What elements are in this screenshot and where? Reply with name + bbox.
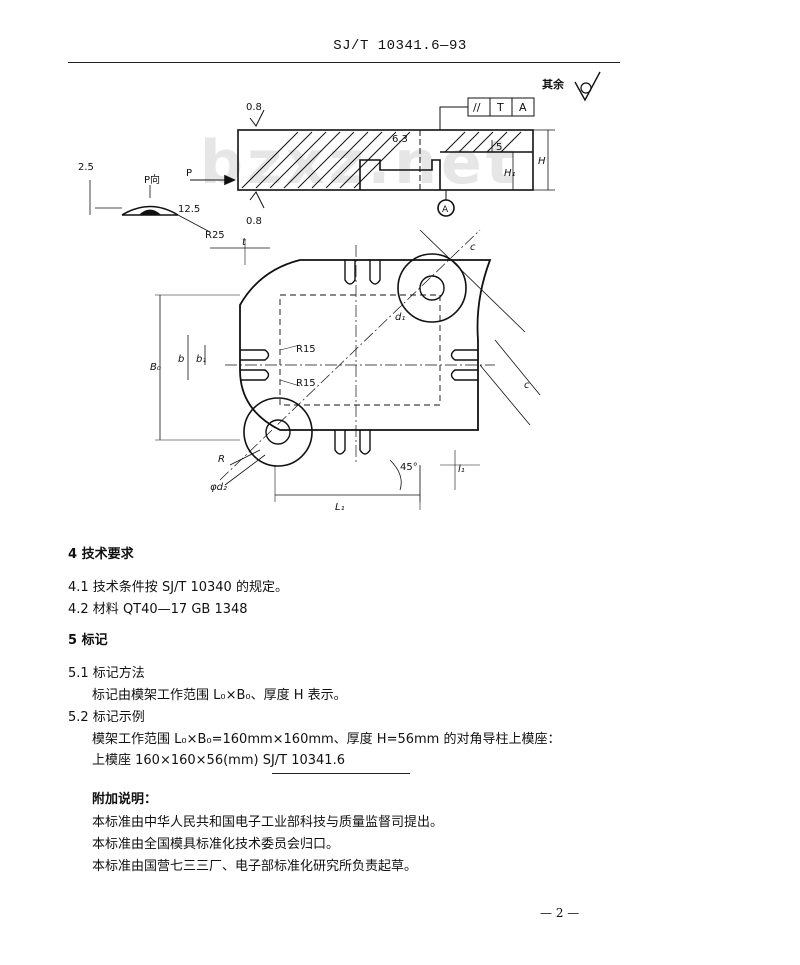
section-4-2: 4.2 材料 QT40—17 GB 1348 xyxy=(68,602,248,617)
section-5-1-text: 标记由模架工作范围 L₀×B₀、厚度 H 表示。 xyxy=(92,688,347,703)
r15-a-label: R15 xyxy=(296,344,316,355)
roughness-top-label: 0.8 xyxy=(246,102,262,113)
page-number: — 2 — xyxy=(540,906,580,920)
roughness-63-label: 6.3 xyxy=(392,134,408,145)
roughness-bottom-label: 0.8 xyxy=(246,216,262,227)
section-5-title: 5 标记 xyxy=(68,633,108,648)
section-5-2-text2: 上模座 160×160×56(mm) SJ/T 10341.6 xyxy=(92,753,345,768)
dim-b0-label: B₀ xyxy=(150,362,161,373)
gdt-tolerance: T xyxy=(496,101,504,114)
appendix-line-2: 本标准由全国模具标准化技术委员会归口。 xyxy=(92,837,340,852)
technical-drawing: 其余 0.8 0.8 6.3 // T A A 5 H H₁ P向 P 2.5 … xyxy=(78,71,601,513)
dim-r-label: R xyxy=(218,454,225,465)
datum-a-label: A xyxy=(442,205,449,215)
appendix-divider xyxy=(272,773,410,774)
dim-t-label: t xyxy=(242,237,247,248)
gdt-datum: A xyxy=(519,101,527,114)
angle-45-label: 45° xyxy=(400,462,418,473)
side-hatching xyxy=(241,131,522,189)
dim-d1-label: d₁ xyxy=(395,312,405,323)
section-5-2-text1: 模架工作范围 L₀×B₀=160mm×160mm、厚度 H=56mm 的对角导柱… xyxy=(92,732,561,747)
dim-d2-label: φd₂ xyxy=(210,482,227,493)
section-4-title: 4 技术要求 xyxy=(68,547,134,562)
dim-l1-label: L₁ xyxy=(335,502,345,513)
appendix-title: 附加说明： xyxy=(92,792,158,807)
section-5-2-title: 5.2 标记示例 xyxy=(68,710,145,725)
section-5-1-title: 5.1 标记方法 xyxy=(68,666,145,681)
dim-h1-label: H₁ xyxy=(504,168,516,179)
dim-5-label: 5 xyxy=(496,142,502,153)
appendix-line-1: 本标准由中华人民共和国电子工业部科技与质量监督司提出。 xyxy=(92,815,444,830)
dim-h-label: H xyxy=(538,156,546,167)
p-view-label: P向 xyxy=(144,173,160,186)
dim-b-label: b xyxy=(178,354,184,365)
dim-small-l1-label: l₁ xyxy=(458,464,465,475)
dim-b1-label: b₁ xyxy=(196,354,206,365)
section-4-1: 4.1 技术条件按 SJ/T 10340 的规定。 xyxy=(68,580,288,595)
side-view-outline xyxy=(237,129,534,191)
r15-b-label: R15 xyxy=(296,378,316,389)
roughness-125-label: 12.5 xyxy=(178,204,200,215)
dim-c-label: c xyxy=(470,242,476,253)
r25-label: R25 xyxy=(205,230,225,241)
p-arrow-label: P xyxy=(186,168,192,179)
dim-25-label: 2.5 xyxy=(78,162,94,173)
plan-view-outline xyxy=(239,259,492,431)
other-surface-label: 其余 xyxy=(542,77,565,91)
header-rule xyxy=(68,62,620,63)
gdt-symbol: // xyxy=(473,101,481,114)
appendix-line-3: 本标准由国营七三三厂、电子部标准化研究所负责起草。 xyxy=(92,859,418,874)
dim-c2-label: c xyxy=(524,380,530,391)
standard-number-header: SJ/T 10341.6—93 xyxy=(333,38,467,54)
